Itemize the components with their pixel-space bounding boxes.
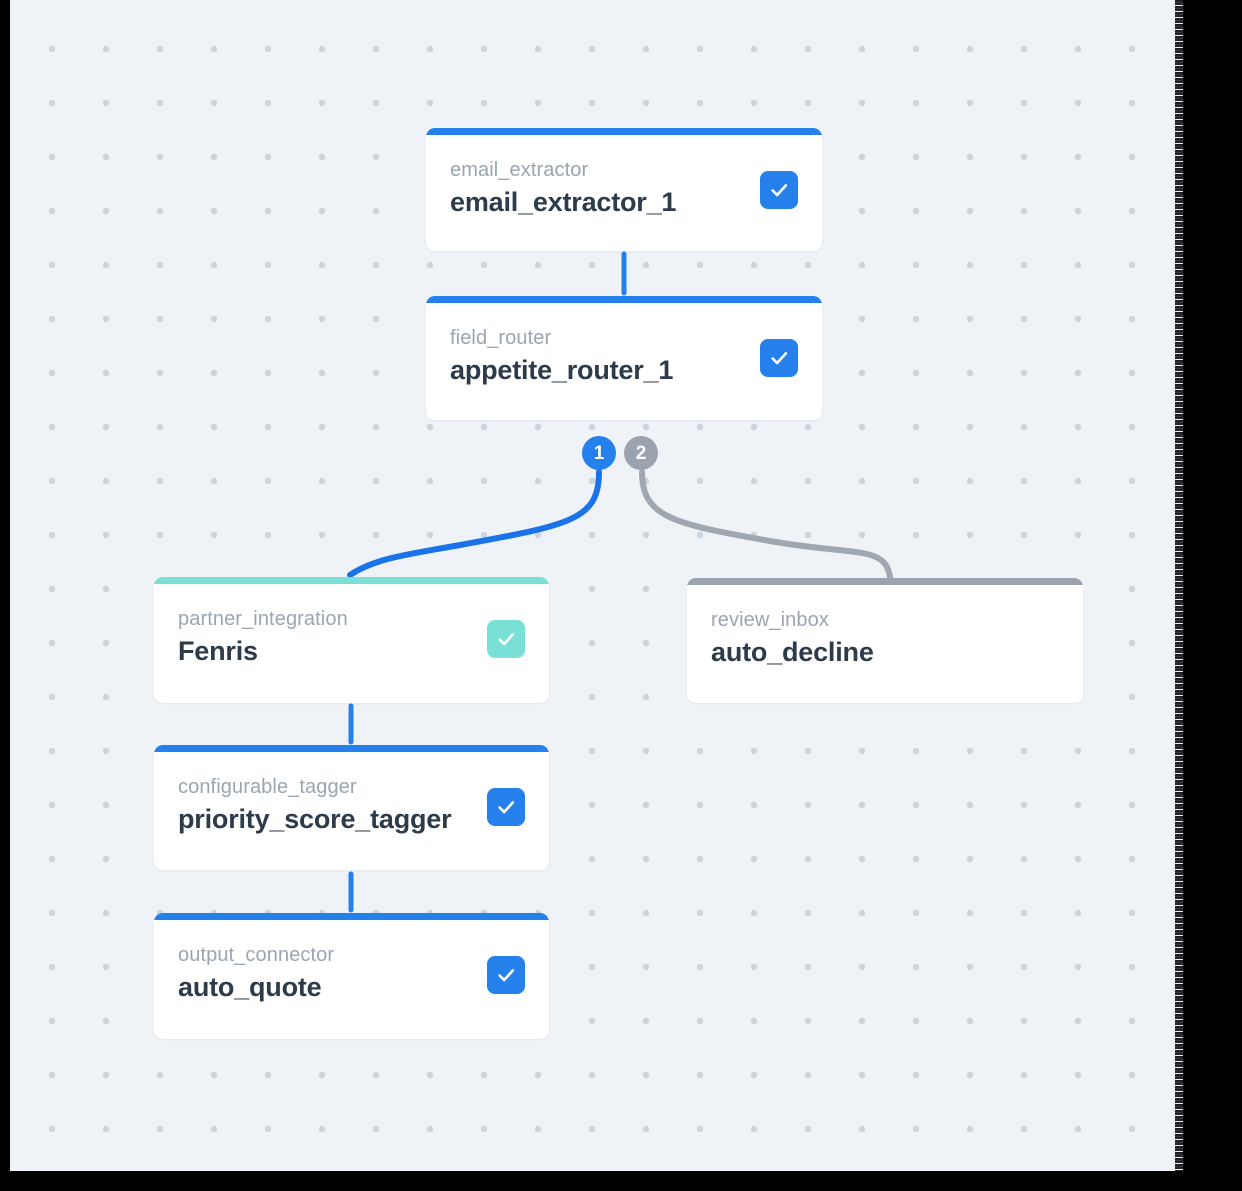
node-checkbox[interactable] xyxy=(487,956,525,994)
node-accent-bar xyxy=(154,745,549,752)
canvas-right-edge-artifact xyxy=(1175,0,1184,1171)
node-title-label: auto_decline xyxy=(711,637,874,667)
node-type-label: partner_integration xyxy=(178,608,348,630)
check-icon xyxy=(771,184,788,197)
node-type-label: field_router xyxy=(450,327,552,349)
node-appetite-router-1[interactable]: field_router appetite_router_1 xyxy=(426,296,822,420)
node-auto-decline[interactable]: review_inbox auto_decline xyxy=(687,578,1083,703)
node-title-label: auto_quote xyxy=(178,972,322,1002)
node-priority-score-tagger[interactable]: configurable_tagger priority_score_tagge… xyxy=(154,745,549,870)
node-checkbox[interactable] xyxy=(487,620,525,658)
node-checkbox[interactable] xyxy=(760,339,798,377)
node-type-label: configurable_tagger xyxy=(178,776,357,798)
node-body: email_extractor email_extractor_1 xyxy=(426,135,822,251)
right-edge-gutter xyxy=(1183,0,1242,1191)
check-icon xyxy=(771,352,788,365)
edge-curve-branch-1 xyxy=(347,469,602,578)
branch-badge-2-label: 2 xyxy=(635,442,647,464)
branch-badge-2[interactable]: 2 xyxy=(624,436,658,470)
node-accent-bar xyxy=(154,577,549,584)
branch-badge-1[interactable]: 1 xyxy=(582,436,616,470)
node-accent-bar xyxy=(687,578,1083,585)
branch-badge-1-label: 1 xyxy=(593,442,605,464)
node-body: output_connector auto_quote xyxy=(154,920,549,1039)
node-auto-quote[interactable]: output_connector auto_quote xyxy=(154,913,549,1039)
node-body: review_inbox auto_decline xyxy=(687,585,1083,703)
node-accent-bar xyxy=(154,913,549,920)
left-edge-gutter xyxy=(0,0,10,1191)
edge-curve-branch-2 xyxy=(639,469,893,580)
node-title-label: priority_score_tagger xyxy=(178,804,452,834)
bottom-edge-gutter xyxy=(0,1171,1242,1191)
node-body: partner_integration Fenris xyxy=(154,584,549,703)
node-title-label: appetite_router_1 xyxy=(450,355,674,385)
node-checkbox[interactable] xyxy=(487,788,525,826)
node-body: configurable_tagger priority_score_tagge… xyxy=(154,752,549,870)
node-body: field_router appetite_router_1 xyxy=(426,303,822,420)
node-checkbox[interactable] xyxy=(760,171,798,209)
node-type-label: output_connector xyxy=(178,944,335,966)
workflow-canvas[interactable]: email_extractor email_extractor_1 field_… xyxy=(10,0,1183,1171)
check-icon xyxy=(498,633,515,646)
check-icon xyxy=(498,801,515,814)
node-accent-bar xyxy=(426,296,822,303)
node-fenris[interactable]: partner_integration Fenris xyxy=(154,577,549,703)
node-title-label: Fenris xyxy=(178,636,258,666)
node-type-label: email_extractor xyxy=(450,159,589,181)
check-icon xyxy=(498,969,515,982)
node-title-label: email_extractor_1 xyxy=(450,187,677,217)
node-type-label: review_inbox xyxy=(711,609,829,631)
node-accent-bar xyxy=(426,128,822,135)
node-email-extractor-1[interactable]: email_extractor email_extractor_1 xyxy=(426,128,822,251)
